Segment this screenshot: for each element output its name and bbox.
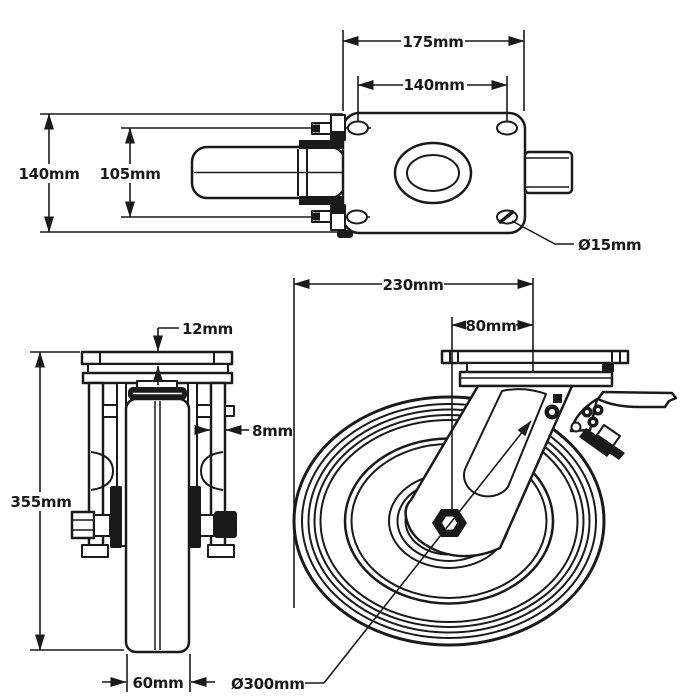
brake-pivot-hole: [596, 408, 600, 412]
fork-bend-left: [90, 451, 115, 491]
fork-tab-shadow: [337, 230, 353, 238]
raceway-band: [466, 362, 607, 373]
dim-overall-length: 230mm: [293, 275, 534, 608]
hub-flange-left: [110, 486, 122, 548]
brake-lever-top: [523, 150, 574, 195]
top-view-wheel: [190, 140, 347, 205]
fork-brace-left: [102, 404, 118, 418]
fork-tab-shadow: [332, 131, 344, 140]
dim-plate-length: 175mm: [342, 30, 525, 111]
label-bg: [403, 76, 467, 94]
tread-ring: [313, 414, 585, 628]
top-plate-side: [440, 349, 630, 365]
dim-label-bolt-spacing-width: 105mm: [99, 165, 160, 183]
fork-slot: [463, 388, 547, 498]
fork-foot-left: [81, 544, 109, 558]
fork-foot-right: [207, 544, 235, 558]
dim-leg-thickness: 8mm: [194, 422, 293, 440]
brake-pedal: [596, 390, 678, 409]
label-bg: [13, 492, 69, 511]
fork-brace-right: [196, 404, 212, 418]
dim-bolt-spacing-width: 105mm: [99, 127, 161, 218]
hub-flange-right: [189, 486, 201, 548]
dim-plate-width: 140mm: [18, 113, 80, 233]
brake-shoe-tip: [606, 444, 625, 460]
bearing-cap: [136, 380, 178, 389]
fork-bolt-hole: [549, 409, 555, 415]
axle-hex-head: [70, 510, 96, 540]
axle-washer-right: [199, 514, 215, 537]
axle-bolt-cap: [312, 212, 320, 221]
brake-assembly: [569, 390, 678, 460]
bolt-hole: [346, 209, 368, 225]
fork-bend-right: [199, 451, 224, 491]
dim-label-leg-thickness: 8mm: [252, 422, 293, 440]
brake-shoe: [579, 428, 615, 457]
leader-line: [511, 220, 574, 245]
axle-bolt-cap: [312, 124, 320, 133]
dim-label-overall-length: 230mm: [382, 276, 443, 294]
label-bg: [466, 317, 516, 334]
brake-hole: [570, 421, 582, 433]
dim-wheel-width: 60mm: [102, 654, 215, 692]
axle-washer-left: [93, 514, 111, 537]
top-plate-front: [80, 350, 234, 366]
bolt-hole: [496, 120, 518, 136]
dim-label-plate-thickness: 12mm: [182, 320, 233, 338]
dim-bolt-hole-diameter: Ø15mm: [511, 220, 642, 254]
label-bg: [21, 164, 78, 183]
fork-tab-shadow: [332, 205, 344, 214]
bolt-holes: [346, 120, 518, 225]
leader-arrow: [323, 420, 532, 684]
label-bg: [102, 164, 159, 183]
fork-mount-tabs: [330, 114, 353, 238]
fork-leg-bottom: [299, 196, 345, 205]
dim-label-swivel-offset: 80mm: [466, 317, 517, 335]
fork-corner-bolt: [553, 394, 562, 403]
tread-ring: [307, 408, 591, 634]
dim-plate-thickness: 12mm: [153, 320, 233, 385]
raceway-plate: [458, 370, 614, 388]
bolt-hole: [347, 120, 369, 136]
side-view: 230mm 80mm Ø300mm: [231, 275, 678, 693]
dim-label-plate-width: 140mm: [18, 165, 79, 183]
dim-bolt-spacing-length: 140mm: [357, 76, 508, 121]
swivel-raceway-inner: [406, 154, 460, 192]
dim-overall-height: 355mm: [10, 351, 124, 651]
brake-pivot-hole: [591, 420, 595, 424]
kingpin-bolt-side: [224, 405, 235, 417]
axle-nut: [214, 511, 237, 538]
dim-label-bolt-hole-diameter: Ø15mm: [578, 236, 641, 254]
fork-leg-top: [299, 140, 345, 149]
dim-label-overall-height: 355mm: [10, 493, 71, 511]
wheel-front-outline: [124, 397, 191, 654]
front-view: 12mm 8mm 355mm 60mm: [10, 320, 293, 692]
tread-ring: [301, 403, 597, 639]
dim-wheel-diameter: Ø300mm: [231, 420, 532, 693]
label-bg: [401, 31, 465, 50]
tread-ring: [319, 419, 579, 623]
dim-label-wheel-width: 60mm: [133, 674, 184, 692]
dim-label-wheel-diameter: Ø300mm: [231, 675, 305, 693]
raceway-bolt: [602, 364, 614, 372]
brake-lever-outline: [523, 150, 574, 195]
side-view-plate: [440, 349, 630, 388]
brake-pivot-hole: [585, 410, 589, 414]
hole-slash: [497, 209, 516, 225]
dim-swivel-offset: 80mm: [451, 317, 534, 514]
label-bg: [382, 275, 444, 293]
dim-label-plate-length: 175mm: [402, 33, 463, 51]
top-view: 175mm 140mm 140mm 105mm Ø15mm: [18, 30, 642, 254]
dim-label-bolt-spacing-length: 140mm: [403, 76, 464, 94]
